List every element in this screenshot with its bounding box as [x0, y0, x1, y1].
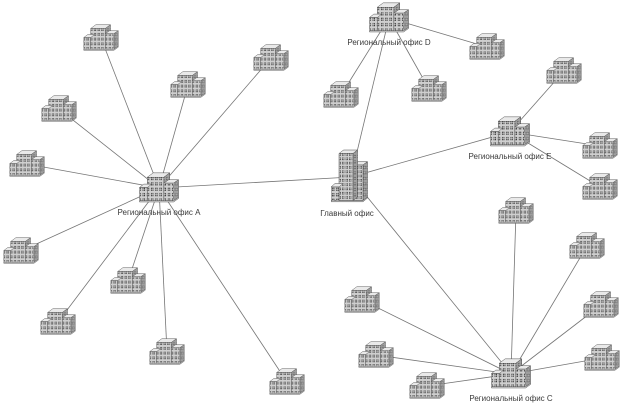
network-link — [158, 187, 168, 353]
network-link — [158, 57, 272, 189]
building-node-c2[interactable] — [569, 232, 605, 259]
building-node-a4[interactable] — [170, 71, 206, 98]
network-link — [350, 131, 511, 178]
network-link — [158, 176, 352, 189]
building-node-e3[interactable] — [582, 173, 618, 200]
network-link — [350, 176, 512, 375]
network-link — [510, 245, 588, 375]
network-link — [58, 108, 160, 189]
building-node-c1[interactable] — [498, 197, 534, 224]
building-node-a5[interactable] — [253, 44, 289, 71]
network-link — [26, 163, 160, 189]
building-node-a8[interactable] — [40, 308, 76, 335]
network-link — [375, 354, 512, 375]
node-label-office_c: Региональный офис C — [469, 394, 553, 403]
network-link — [57, 187, 160, 323]
building-node-a1[interactable] — [83, 24, 119, 51]
node-label-office_d: Региональный офис D — [347, 38, 431, 47]
network-link — [100, 37, 160, 189]
building-node-a10[interactable] — [269, 368, 305, 395]
network-link — [510, 210, 517, 375]
building-node-c4[interactable] — [583, 291, 619, 318]
network-link — [127, 187, 160, 282]
building-node-a6[interactable] — [3, 237, 39, 264]
node-label-main: Главный офис — [320, 209, 374, 218]
buildings-layer — [3, 2, 620, 399]
building-node-e2[interactable] — [582, 132, 618, 159]
node-label-office_a: Региональный офис A — [118, 208, 202, 217]
network-link — [361, 299, 512, 375]
building-node-c3[interactable] — [344, 286, 380, 313]
labels-layer: Главный офис Региональный офис A Региональ… — [118, 38, 553, 403]
links-layer — [20, 17, 603, 387]
building-node-a2[interactable] — [41, 95, 77, 122]
building-node-d2[interactable] — [323, 81, 359, 108]
building-node-c5[interactable] — [358, 341, 394, 368]
building-node-office_e[interactable] — [490, 116, 530, 147]
building-node-c7[interactable] — [584, 344, 620, 371]
building-node-main[interactable] — [331, 149, 368, 203]
building-node-d1[interactable] — [469, 33, 505, 60]
building-node-a7[interactable] — [110, 267, 146, 294]
building-node-d3[interactable] — [411, 75, 447, 102]
building-node-e1[interactable] — [546, 57, 582, 84]
building-node-office_d[interactable] — [369, 2, 409, 33]
network-link — [158, 84, 189, 189]
building-node-c6[interactable] — [409, 372, 445, 399]
building-node-a9[interactable] — [149, 338, 185, 365]
network-link — [158, 187, 288, 383]
network-link — [20, 187, 160, 252]
node-label-office_e: Региональный офис E — [469, 152, 552, 161]
building-node-a3[interactable] — [9, 150, 45, 177]
